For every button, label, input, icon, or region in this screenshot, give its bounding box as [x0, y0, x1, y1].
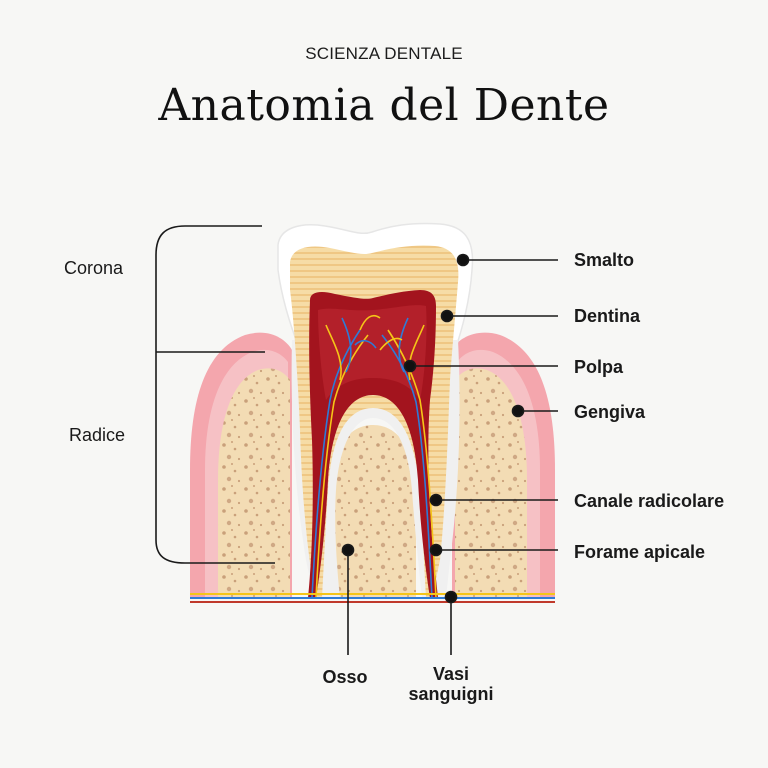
- label-dentina: Dentina: [574, 306, 641, 326]
- smalto-dot: [456, 253, 470, 267]
- page-title: Anatomia del Dente: [158, 80, 610, 131]
- left-bracket: [155, 225, 275, 564]
- osso-dot: [341, 543, 355, 557]
- canale-dot: [429, 493, 443, 507]
- polpa-dot: [403, 359, 417, 373]
- vessels: [311, 314, 437, 599]
- label-gengiva: Gengiva: [574, 402, 646, 422]
- label-vasi: Vasi: [433, 664, 469, 684]
- base-vessels: [190, 593, 555, 603]
- label-smalto: Smalto: [574, 250, 634, 270]
- label-canale-radicolare: Canale radicolare: [574, 491, 724, 511]
- label-forame-apicale: Forame apicale: [574, 542, 705, 562]
- bone-right: [455, 368, 527, 598]
- gum-and-bone: [190, 332, 555, 598]
- label-corona: Corona: [64, 258, 124, 278]
- label-radice: Radice: [69, 425, 125, 445]
- dentina-dot: [440, 309, 454, 323]
- section-kicker: SCIENZA DENTALE: [305, 44, 463, 63]
- bone-left: [218, 368, 290, 598]
- vasi-dot: [444, 590, 458, 604]
- gengiva-dot: [511, 404, 525, 418]
- label-sanguigni: sanguigni: [409, 684, 494, 704]
- leader-lines: [341, 253, 558, 655]
- forame-dot: [429, 543, 443, 557]
- label-polpa: Polpa: [574, 357, 624, 377]
- label-osso: Osso: [322, 667, 367, 687]
